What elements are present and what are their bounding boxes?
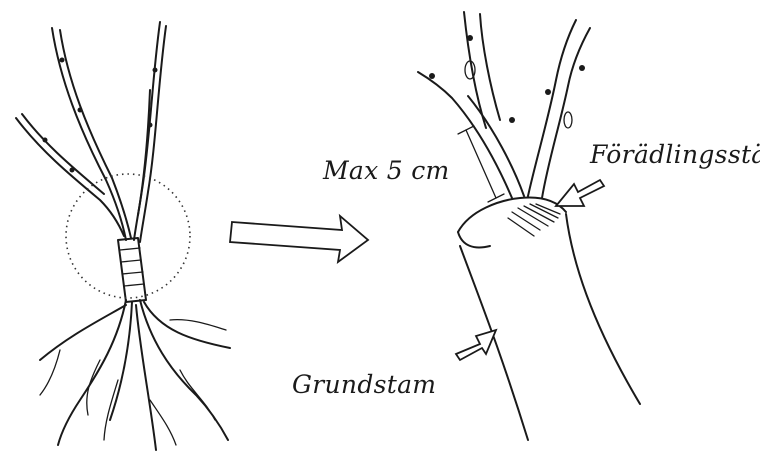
right-arrow-icon <box>230 216 368 262</box>
graft-pointer-arrow-icon <box>556 180 604 206</box>
rootstock-pointer-arrow-icon <box>456 330 496 360</box>
max-length-label: Max 5 cm <box>323 156 450 185</box>
graft-point-label: Förädlingsställe <box>590 140 760 169</box>
graft-closeup <box>418 12 640 440</box>
measurement-line <box>466 130 496 198</box>
rootstock-label: Grundstam <box>292 370 436 399</box>
bare-root-rose-plant <box>16 22 230 450</box>
graft-highlight-circle <box>66 174 190 298</box>
